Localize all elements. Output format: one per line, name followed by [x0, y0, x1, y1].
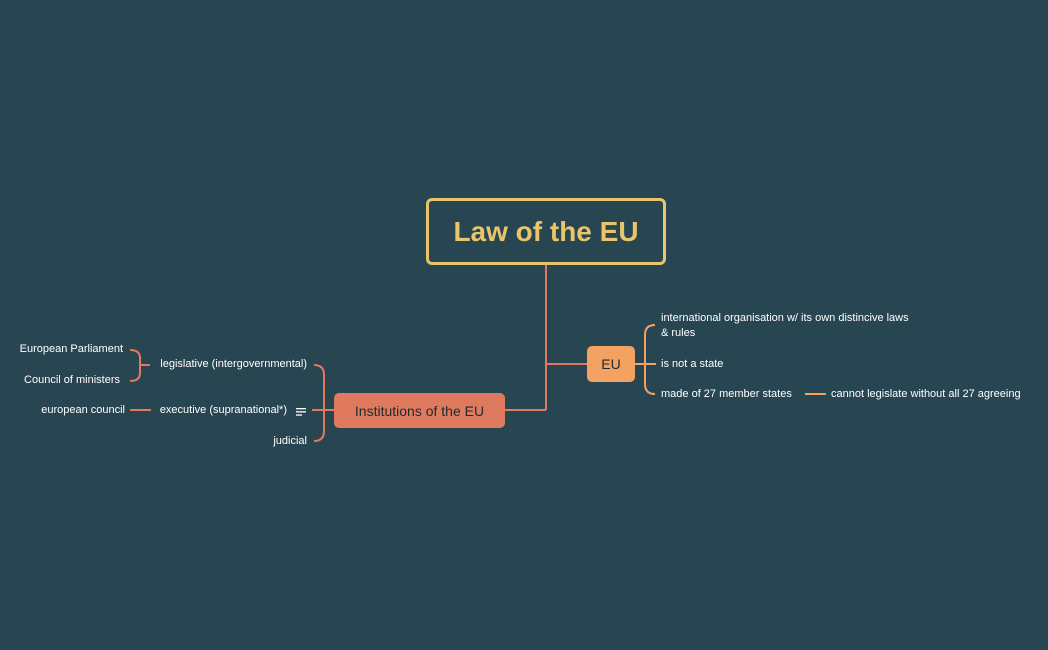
root-topic-label: Law of the EU: [453, 215, 639, 247]
subtopic-label: is not a state: [661, 358, 724, 370]
subtopic-european-parliament[interactable]: European Parliament: [0, 342, 123, 357]
topic-eu[interactable]: EU: [587, 346, 635, 382]
subtopic-label: international organisation w/ its own di…: [661, 312, 909, 339]
subtopic-label: executive (supranational*): [159, 404, 287, 416]
subtopic-label: cannot legislate without all 27 agreeing: [831, 388, 1021, 400]
subtopic-legislative[interactable]: legislative (intergovernmental): [140, 357, 307, 372]
topic-institutions-label: Institutions of the EU: [354, 402, 485, 419]
subtopic-label: Council of ministers: [24, 374, 120, 386]
topic-eu-label: EU: [601, 356, 621, 372]
subtopic-label: judicial: [273, 435, 307, 447]
subtopic-executive[interactable]: executive (supranational*): [140, 403, 287, 418]
notes-icon[interactable]: [296, 404, 306, 416]
connector-legislative-bracket: [129, 349, 150, 382]
subtopic-label: made of 27 member states: [661, 388, 792, 400]
connector-inst-bracket: [313, 364, 334, 442]
subtopic-label: european council: [41, 404, 125, 416]
subtopic-international-organisation[interactable]: international organisation w/ its own di…: [661, 311, 911, 341]
root-topic[interactable]: Law of the EU: [426, 198, 666, 265]
subtopic-member-states[interactable]: made of 27 member states: [661, 387, 792, 402]
subtopic-european-council[interactable]: european council: [0, 403, 125, 418]
subtopic-label: legislative (intergovernmental): [160, 358, 307, 370]
subtopic-not-a-state[interactable]: is not a state: [661, 357, 723, 372]
connector-eu-bracket: [635, 324, 656, 395]
topic-institutions[interactable]: Institutions of the EU: [334, 393, 505, 428]
subtopic-label: European Parliament: [19, 343, 123, 355]
subtopic-council-of-ministers[interactable]: Council of ministers: [0, 373, 120, 388]
subtopic-judicial[interactable]: judicial: [200, 434, 307, 449]
subtopic-cannot-legislate[interactable]: cannot legislate without all 27 agreeing: [831, 387, 1021, 402]
